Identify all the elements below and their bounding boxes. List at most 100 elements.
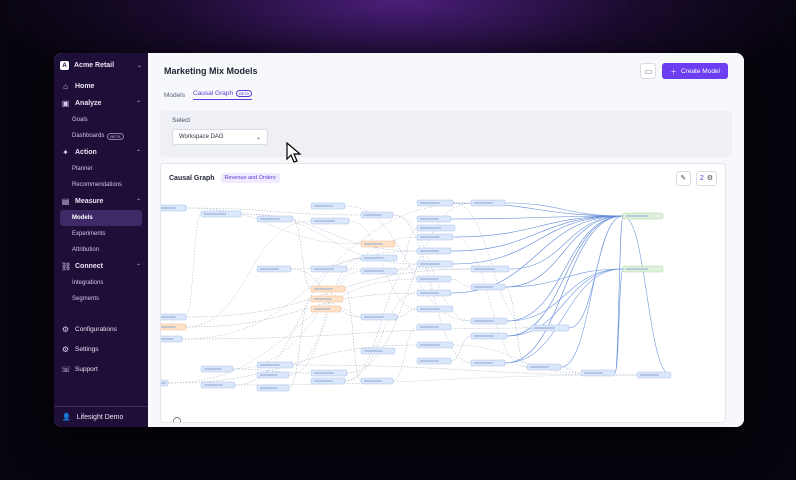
dag-node-label-line	[420, 263, 440, 265]
nav-planner[interactable]: Planner	[54, 161, 148, 177]
dag-edge	[181, 202, 472, 340]
workspace-switcher[interactable]: A Acme Retail ⌄	[54, 59, 148, 78]
nav-home-label: Home	[75, 83, 95, 90]
brand-logo-icon: A	[60, 61, 69, 70]
edit-button[interactable]: ✎	[675, 170, 691, 186]
tab-causal-graph[interactable]: Causal Graph BETA	[192, 90, 253, 100]
nav-experiments-label: Experiments	[72, 231, 106, 237]
sliders-icon: ⚙	[61, 325, 70, 334]
archive-icon: ▭	[644, 66, 653, 76]
causal-graph-card: Causal Graph Revenue and Orders ✎ 2⚙	[160, 163, 726, 423]
dag-edge	[560, 366, 582, 374]
dag-node-label-line	[640, 374, 659, 376]
dag-node-label-line	[420, 292, 439, 294]
dag-edge	[181, 327, 532, 340]
dag-canvas[interactable]	[161, 192, 726, 423]
chevron-up-icon: ⌃	[135, 199, 141, 205]
nav-settings[interactable]: ⚙ Settings	[54, 341, 148, 358]
workspace-select-value: Workspace DAG	[179, 134, 224, 140]
mouse-cursor-icon	[286, 142, 302, 163]
main-content: Marketing Mix Models ▭ ＋ Create Model Mo…	[148, 53, 744, 427]
nav-recommendations[interactable]: Recommendations	[54, 177, 148, 193]
dag-node-label-line	[314, 288, 333, 290]
dag-node-label-line	[474, 268, 495, 270]
archive-button[interactable]: ▭	[640, 63, 657, 79]
dag-node-label-line	[314, 380, 333, 382]
sparkle-icon: ✦	[62, 148, 69, 157]
dag-node-label-line	[420, 236, 440, 238]
dag-edge	[344, 263, 418, 382]
dag-edge	[185, 268, 472, 318]
nav-goals-label: Goals	[72, 117, 88, 123]
dag-node-label-line	[420, 227, 441, 229]
dag-edge	[450, 335, 472, 362]
dag-node-label-line	[314, 298, 332, 300]
dag-edge	[292, 218, 312, 290]
nav-analyze-label: Analyze	[75, 100, 102, 107]
nav-models[interactable]: Models	[60, 210, 142, 226]
dag-edge	[504, 268, 624, 288]
dashboards-beta-badge: BETA	[107, 132, 124, 140]
nav-support[interactable]: ☏ Support	[54, 361, 148, 378]
settings-icon: ⚙	[706, 175, 713, 182]
dag-node-label-line	[260, 387, 278, 389]
nav-measure[interactable]: ▤ Measure ⌃	[54, 193, 148, 210]
workspace-select[interactable]: Workspace DAG ⌄	[172, 129, 268, 145]
dag-node-label-line	[314, 372, 334, 374]
dag-node-label-line	[474, 286, 493, 288]
dag-edge	[392, 326, 418, 382]
nav-experiments[interactable]: Experiments	[54, 226, 148, 242]
nav-configurations-label: Configurations	[75, 326, 117, 333]
zoom-control-icon[interactable]	[173, 417, 181, 424]
nav-configurations[interactable]: ⚙ Configurations	[54, 321, 148, 338]
dag-edge	[506, 215, 624, 337]
graph-count: 2	[699, 174, 704, 182]
nav-home[interactable]: ⌂ Home	[54, 78, 148, 95]
nav-action[interactable]: ✦ Action ⌃	[54, 144, 148, 161]
graph-count-button[interactable]: 2⚙	[695, 170, 717, 186]
nav-analyze[interactable]: ▣ Analyze ⌃	[54, 95, 148, 112]
dag-edge	[504, 215, 624, 288]
nav-integrations[interactable]: Integrations	[54, 275, 148, 291]
dag-edge	[560, 215, 624, 368]
create-model-button[interactable]: ＋ Create Model	[662, 63, 728, 79]
chevron-up-icon: ⌃	[135, 101, 141, 107]
dag-edge	[348, 220, 418, 310]
dag-node-label-line	[204, 213, 226, 215]
user-menu[interactable]: 👤 Lifesight Demo	[54, 406, 148, 427]
nav-action-label: Action	[75, 149, 97, 156]
chevron-up-icon: ⌃	[135, 150, 141, 156]
tab-models[interactable]: Models	[164, 91, 185, 99]
dag-edge	[450, 215, 624, 220]
dag-edge	[344, 288, 362, 382]
dag-node-label-line	[364, 257, 384, 259]
nav-attribution[interactable]: Attribution	[54, 242, 148, 258]
dag-edge	[392, 214, 472, 322]
nav-segments[interactable]: Segments	[54, 291, 148, 307]
dag-edge	[504, 286, 528, 368]
dag-node-label-line	[260, 268, 279, 270]
dag-edge	[290, 250, 418, 270]
graph-tools: ✎ 2⚙	[675, 170, 717, 186]
dag-edge	[504, 215, 624, 364]
dag-edges	[167, 202, 672, 389]
graph-target-chip[interactable]: Revenue and Orders	[220, 173, 280, 183]
dag-edge	[185, 213, 202, 318]
nav-recommendations-label: Recommendations	[72, 182, 123, 188]
dag-edge	[288, 270, 362, 376]
nav-segments-label: Segments	[72, 296, 100, 302]
dag-edge	[506, 268, 624, 322]
dag-node-label-line	[364, 243, 383, 245]
dag-nodes	[161, 199, 672, 424]
nav-integrations-label: Integrations	[72, 280, 104, 286]
dag-node-label-line	[534, 327, 555, 329]
dag-node-label-line	[420, 326, 439, 328]
dag-node-label-line	[626, 268, 648, 270]
causal-graph-beta-badge: BETA	[236, 90, 253, 97]
nav-goals[interactable]: Goals	[54, 112, 148, 128]
nav-connect[interactable]: ⛓ Connect ⌃	[54, 258, 148, 275]
dag-edge	[232, 368, 312, 374]
dag-edge	[504, 202, 624, 217]
select-card: Select Workspace DAG ⌄	[160, 111, 732, 157]
